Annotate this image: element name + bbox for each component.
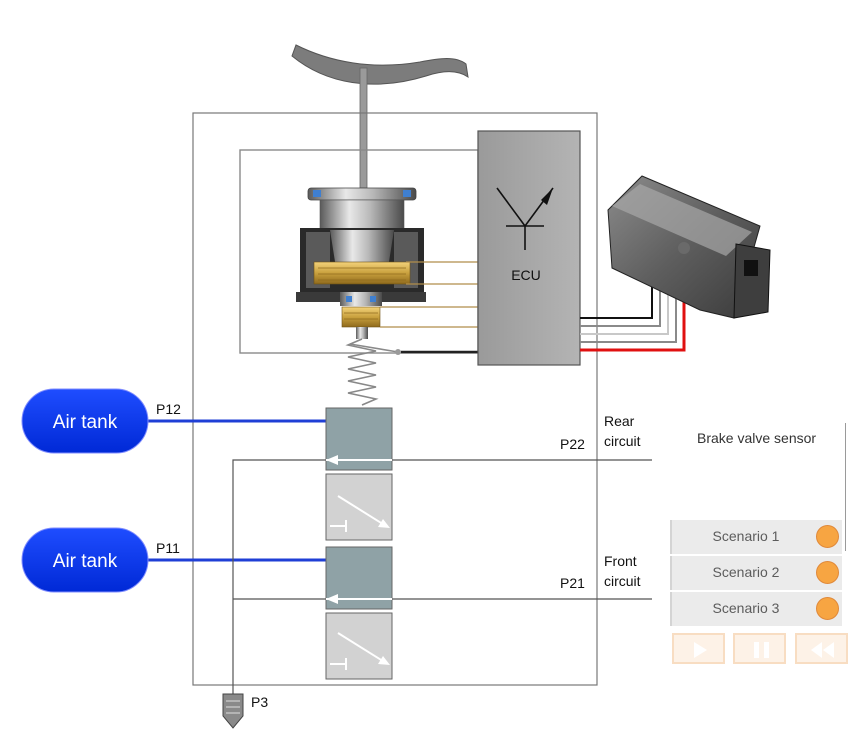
ecu-module: ECU — [477, 130, 581, 366]
circuit-front-line1: Front — [604, 553, 637, 569]
valve-rear — [325, 407, 393, 541]
exhaust-silencer — [222, 693, 244, 729]
port-label-p22: P22 — [560, 436, 585, 452]
air-tank-2: Air tank — [21, 527, 149, 593]
panel-title: Brake valve sensor — [697, 430, 817, 446]
circuit-rear-line1: Rear — [604, 413, 635, 429]
scenario-label: Scenario 3 — [712, 600, 780, 616]
electrical-connector — [607, 175, 771, 319]
pause-icon — [754, 642, 769, 658]
port-label-p11: P11 — [156, 540, 180, 556]
plunger-assembly — [296, 187, 426, 339]
scenario-indicator-icon — [816, 561, 839, 584]
circuit-rear-line2: circuit — [604, 433, 641, 449]
air-tank-1: Air tank — [21, 388, 149, 454]
valve-front — [325, 546, 393, 680]
scenario-label: Scenario 2 — [712, 564, 780, 580]
brake-pedal — [291, 44, 469, 189]
coil-wires — [380, 261, 478, 328]
port-label-p3: P3 — [251, 694, 268, 710]
scenario-1-button[interactable]: Scenario 1 — [670, 520, 842, 554]
scenario-3-button[interactable]: Scenario 3 — [670, 592, 842, 626]
connector-cables — [580, 283, 686, 352]
rewind-icon — [811, 642, 834, 658]
play-button[interactable] — [672, 633, 725, 664]
circuit-front-line2: circuit — [604, 573, 641, 589]
scenario-label: Scenario 1 — [712, 528, 780, 544]
valve-spring — [345, 338, 379, 406]
pause-button[interactable] — [733, 633, 786, 664]
output-lines — [232, 459, 652, 700]
valve-housing — [192, 112, 598, 686]
panel-divider — [845, 423, 846, 551]
scenario-indicator-icon — [816, 597, 839, 620]
play-icon — [694, 642, 707, 658]
scenario-indicator-icon — [816, 525, 839, 548]
scenario-2-button[interactable]: Scenario 2 — [670, 556, 842, 590]
port-label-p21: P21 — [560, 575, 585, 591]
rewind-button[interactable] — [795, 633, 848, 664]
svg-text:Air tank: Air tank — [53, 412, 118, 433]
svg-text:Air tank: Air tank — [53, 551, 118, 572]
port-label-p12: P12 — [156, 401, 181, 417]
ecu-label: ECU — [511, 267, 541, 283]
